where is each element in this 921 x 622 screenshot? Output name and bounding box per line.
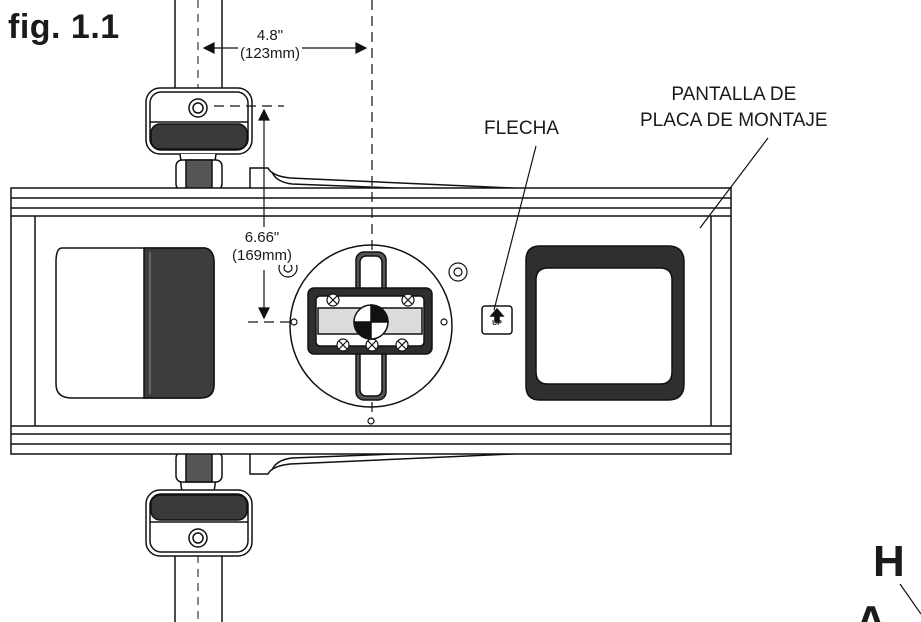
vertical-dimension-label: 6.66" (169mm) (220, 229, 304, 265)
vertical-dimension-metric: (169mm) (231, 247, 292, 264)
vertical-pole (174, 0, 223, 622)
figure-title: fig. 1.1 (8, 8, 120, 46)
callout-leaders (493, 137, 921, 615)
arrow-callout: FLECHA (484, 118, 559, 139)
center-target-icon (353, 304, 389, 340)
left-cutout (55, 247, 215, 399)
top-clamp (145, 87, 253, 169)
horizontal-dimension-label: 4.8" (123mm) (240, 27, 300, 63)
vertical-dimension-imperial: 6.66" (244, 229, 280, 246)
dimension-lines (202, 0, 373, 414)
horizontal-dimension-imperial: 4.8" (256, 27, 284, 44)
up-arrow-icon (481, 305, 513, 335)
corner-letter-h: H (873, 537, 905, 586)
bottom-clamp (145, 477, 253, 557)
mounting-plate-callout-line2: PLACA DE MONTAJE (640, 110, 828, 131)
mounting-plate-callout: PANTALLA DE PLACA DE MONTAJE (640, 82, 828, 134)
horizontal-dimension-metric: (123mm) (240, 45, 301, 62)
pole-collars (175, 159, 223, 483)
mounting-plate-callout-line1: PANTALLA DE (671, 84, 797, 105)
up-sticker-label: UP (492, 320, 502, 327)
corner-letter-a: A (855, 600, 887, 622)
right-cutout (525, 245, 685, 401)
